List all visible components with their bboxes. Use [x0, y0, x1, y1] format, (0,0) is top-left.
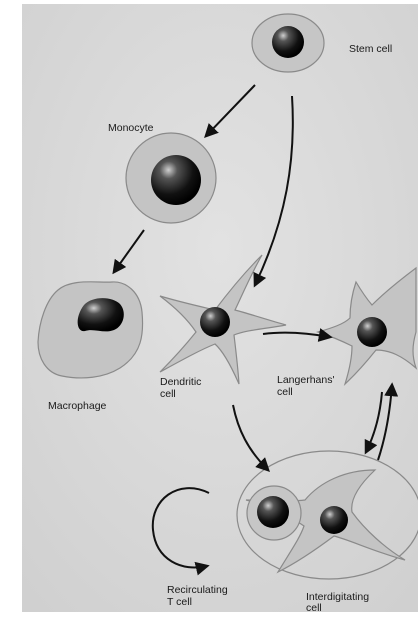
recirculating-label-line2: T cell [167, 596, 192, 608]
macrophage-label: Macrophage [48, 400, 107, 412]
recirculating-label-line1: Recirculating [167, 584, 228, 596]
stem-cell-nucleus [272, 26, 304, 58]
monocyte-label: Monocyte [108, 122, 154, 134]
langerhans-label-line1: Langerhans' [277, 374, 334, 386]
macrophage-cell [38, 282, 143, 378]
t-cell-nucleus [257, 496, 289, 528]
dendritic-nucleus [200, 307, 230, 337]
dendritic-label-line2: cell [160, 388, 176, 400]
langerhans-label-line2: cell [277, 386, 293, 398]
monocyte-nucleus [151, 155, 201, 205]
stem-cell [252, 14, 324, 72]
langerhans-nucleus [357, 317, 387, 347]
interdigitating-nucleus [320, 506, 348, 534]
stem-cell-label: Stem cell [349, 43, 392, 55]
dendritic-label-line1: Dendritic [160, 376, 201, 388]
monocyte-cell [126, 133, 216, 223]
interdigitating-label-line2: cell [306, 602, 322, 612]
